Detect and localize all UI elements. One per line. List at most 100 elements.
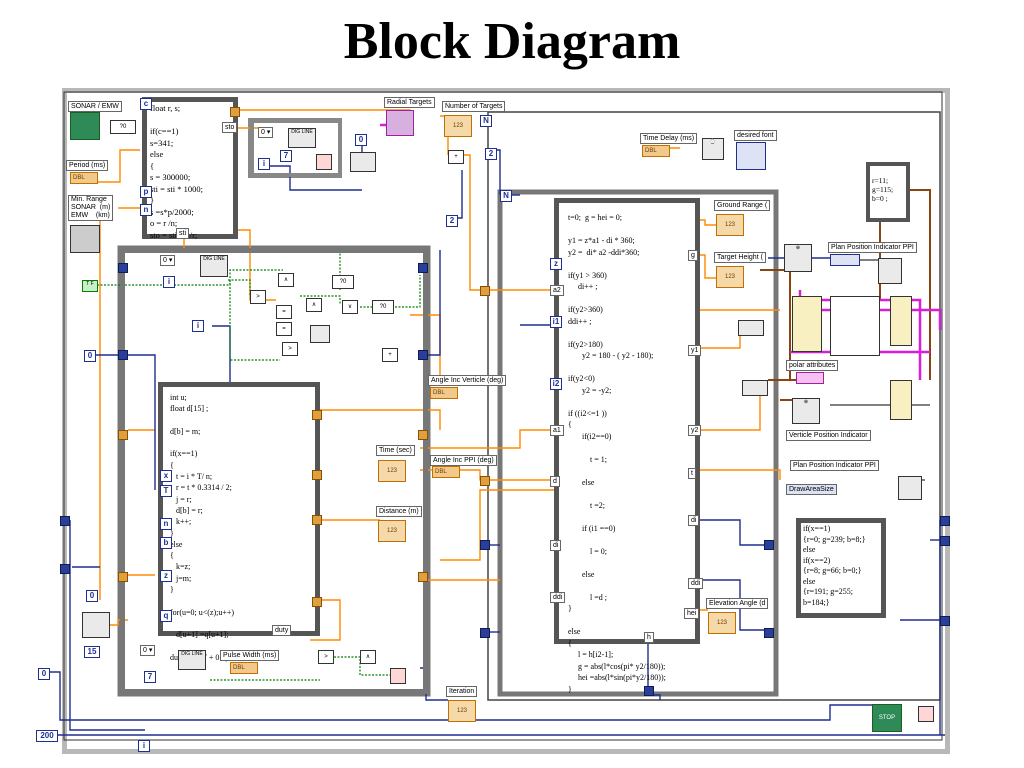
- shift-register-l2: [118, 350, 128, 360]
- cluster-array-mid: [830, 296, 880, 356]
- terminal-z: z: [160, 570, 172, 582]
- shift-register-l3: [118, 430, 128, 440]
- shift-register-r1: [418, 263, 428, 273]
- time-delay-control[interactable]: DBL: [642, 145, 670, 157]
- formula-rgb-text: r=11; g=115; b=0 ;: [872, 176, 894, 203]
- polar-attributes-control[interactable]: [796, 372, 824, 384]
- distance-indicator: 123: [378, 520, 406, 542]
- number-of-targets-indicator: 123: [444, 115, 472, 137]
- distance-label: Distance (m): [376, 506, 422, 517]
- target-height-indicator: 123: [716, 266, 744, 288]
- equal-node-2: =: [276, 322, 292, 336]
- stop-button[interactable]: STOP: [872, 704, 902, 732]
- greater-node-bottom: >: [318, 650, 334, 664]
- time-delay-label: Time Delay (ms): [640, 133, 698, 144]
- ppi-label: Plan Position Indicator PPI: [828, 242, 917, 253]
- shift-register-o2: [940, 536, 950, 546]
- or-node: ∨: [342, 300, 358, 314]
- terminal-duty: duty: [272, 625, 292, 636]
- ground-range-indicator: 123: [716, 214, 744, 236]
- formula-color-text: if(x==1) {r=0; g=239; b=8;} else if(x==2…: [803, 524, 866, 607]
- vpi-label: Verticle Position Indicator: [786, 430, 871, 441]
- const-zero-d: 0: [38, 668, 50, 680]
- page-title: Block Diagram: [343, 13, 681, 70]
- terminal-i-top: i: [258, 158, 270, 170]
- shift-register-r5: [764, 540, 774, 550]
- and-node-2: ∧: [306, 298, 322, 312]
- angle-inc-verticle-label: Angle Inc Verticle (deg): [428, 375, 507, 386]
- polar-attributes-label: polar attributes: [786, 360, 839, 371]
- time-sec-indicator: 123: [378, 460, 406, 482]
- formula-right-text: t=0; g = hei = 0; y1 = z*a1 - di * 360; …: [568, 213, 666, 694]
- time-sec-label: Time (sec): [376, 445, 415, 456]
- terminal-p: p: [140, 186, 152, 198]
- terminal-hei: hei: [684, 608, 700, 619]
- case-selector-bottom[interactable]: 0 ▾: [140, 645, 156, 656]
- terminal-ddi-out: ddi: [688, 578, 704, 589]
- pulse-width-control[interactable]: DBL: [230, 662, 258, 674]
- terminal-y1: y1: [688, 345, 702, 356]
- ppi-refnum: [830, 254, 860, 266]
- terminal-c: c: [140, 98, 152, 110]
- radial-targets-label: Radial Targets: [384, 97, 435, 108]
- case-structure: [250, 119, 342, 177]
- terminal-d: d: [550, 476, 560, 487]
- sonar-emw-toggle[interactable]: [70, 112, 100, 140]
- build-array-icon: [350, 152, 376, 172]
- desired-font-control[interactable]: [736, 142, 766, 170]
- iteration-label: Iteration: [446, 686, 478, 697]
- const-fifteen: 15: [84, 646, 100, 658]
- color-box-icon-1: [878, 258, 902, 284]
- radial-targets-graph[interactable]: [386, 110, 414, 136]
- ppi-polar-plot-icon: ⊕: [784, 244, 812, 272]
- const-seven-a: 7: [280, 150, 292, 162]
- terminal-di-out: di: [688, 515, 700, 526]
- angle-inc-ppi-label: Angle Inc PPI (deg): [430, 455, 497, 466]
- case-selector-mid[interactable]: 0 ▾: [160, 255, 176, 266]
- greater-node-2: >: [282, 342, 298, 356]
- case-selector[interactable]: 0 ▾: [258, 127, 274, 138]
- dig-line-icon: DIG LINE: [288, 128, 316, 148]
- stop-led-mid: [390, 668, 406, 684]
- tunnel-t: [312, 410, 322, 420]
- terminal-n-mid: n: [160, 518, 172, 530]
- cluster-array-right: [890, 296, 912, 346]
- terminal-i-mid: i: [163, 276, 175, 288]
- bool-to-num-mid-2: ?0: [372, 300, 394, 314]
- while-loop-left-frame: [120, 248, 428, 694]
- desired-font-label: desired font: [734, 130, 777, 141]
- tunnel-right-2: [480, 476, 490, 486]
- formula-node-right: [554, 198, 700, 644]
- sonar-emw-label: SONAR / EMW: [68, 101, 122, 112]
- elevation-angle-indicator: 123: [708, 612, 736, 634]
- shift-register-r2: [418, 350, 428, 360]
- min-range-knob[interactable]: [70, 225, 100, 253]
- angle-inc-ppi-control[interactable]: DBL: [432, 466, 460, 478]
- period-control[interactable]: DBL: [70, 172, 98, 184]
- pulse-width-label: Pulse Width (ms): [220, 650, 280, 661]
- terminal-q: q: [160, 610, 172, 622]
- shift-register-ol1: [60, 516, 70, 526]
- ground-range-label: Ground Range (: [714, 200, 771, 211]
- vpi-polar-plot-icon: ⊕: [792, 398, 820, 424]
- color-box-icon-2: [898, 476, 922, 500]
- formula-node-mid: [158, 382, 320, 636]
- stop-led-outer: [918, 706, 934, 722]
- terminal-x: x: [160, 470, 172, 482]
- terminal-i-outer: i: [138, 740, 150, 752]
- select-node: [310, 325, 330, 343]
- angle-inc-verticle-control[interactable]: DBL: [430, 387, 458, 399]
- and-node-1: ∧: [278, 273, 294, 287]
- terminal-N-right: N: [500, 190, 512, 202]
- terminal-di: di: [550, 540, 562, 551]
- terminal-i-lower: i: [192, 320, 204, 332]
- bundle-node-2: [742, 380, 768, 396]
- const-two-a: 2: [485, 148, 497, 160]
- target-height-label: Target Height (: [714, 252, 766, 263]
- ppi-label-2: Plan Position Indicator PPI: [790, 460, 879, 471]
- bundle-node-1: [738, 320, 764, 336]
- terminal-a2: a2: [550, 285, 564, 296]
- formula-node-rgb: [866, 162, 910, 222]
- terminal-t: t: [688, 468, 696, 479]
- terminal-a1: a1: [550, 425, 564, 436]
